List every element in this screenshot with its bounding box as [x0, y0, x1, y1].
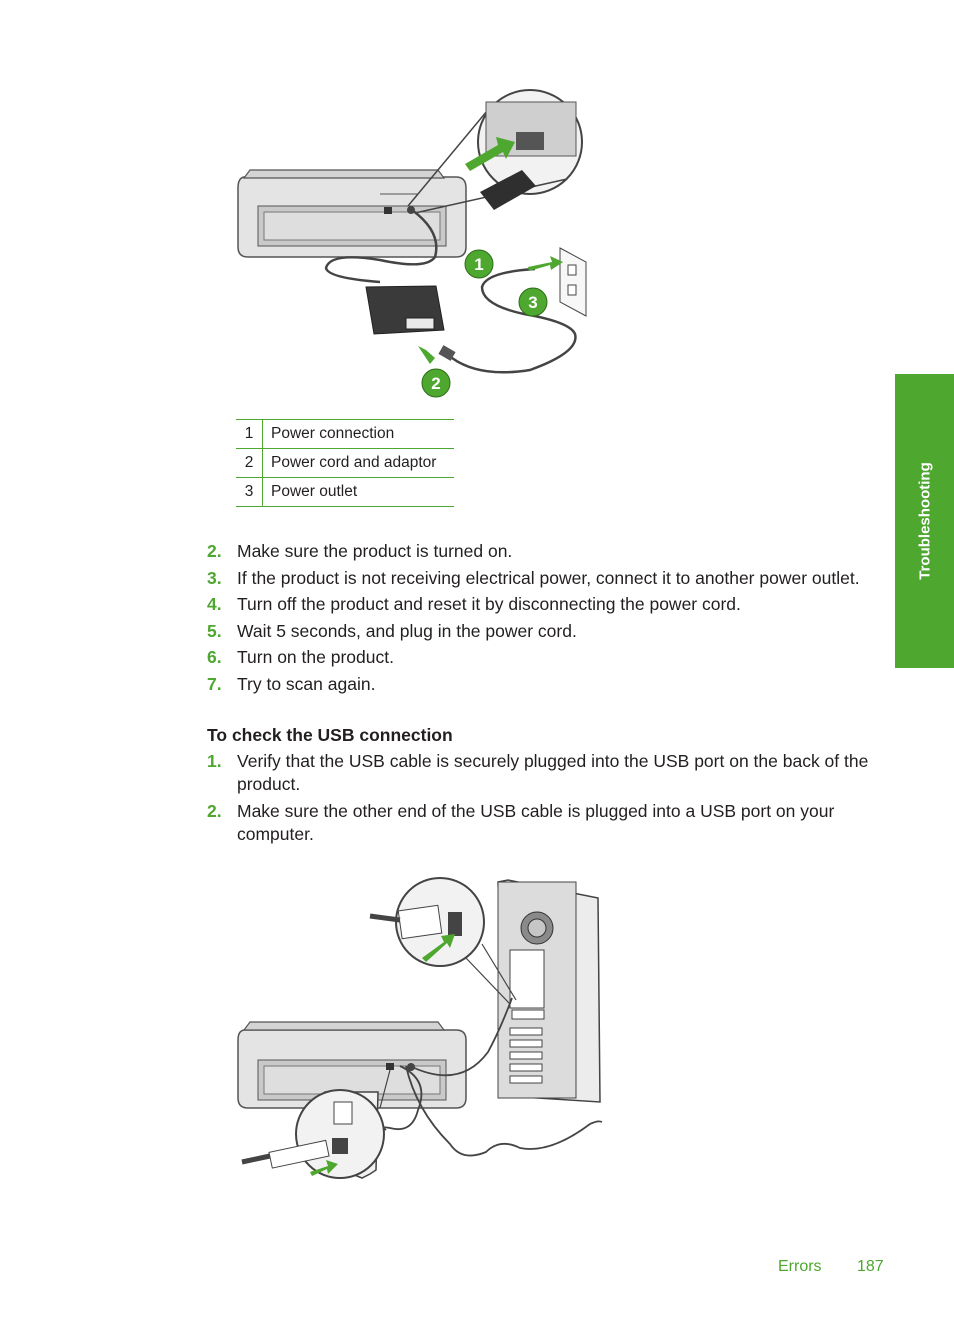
- callout-badge-2: 2: [421, 368, 451, 398]
- section-side-tab: Troubleshooting: [895, 374, 954, 668]
- callout-badge-1: 1: [464, 249, 494, 279]
- power-steps-list: 2. Make sure the product is turned on. 3.…: [207, 540, 897, 700]
- step-number: 7.: [207, 673, 222, 694]
- list-item: 2. Make sure the product is turned on.: [207, 540, 897, 563]
- svg-text:2: 2: [431, 374, 440, 393]
- row-number: 1: [236, 419, 263, 449]
- row-label: Power outlet: [262, 477, 454, 507]
- power-connection-illustration: 1 2 3: [230, 82, 600, 402]
- callout-badge-3: 3: [518, 287, 548, 317]
- page-number: 187: [857, 1258, 884, 1275]
- step-text: Turn on the product.: [237, 647, 394, 668]
- table-row: 2 Power cord and adaptor: [236, 448, 454, 478]
- table-row: 1 Power connection: [236, 419, 454, 449]
- list-item: 7. Try to scan again.: [207, 673, 897, 696]
- row-number: 3: [236, 477, 263, 507]
- step-number: 2.: [207, 541, 222, 561]
- table-row: 3 Power outlet: [236, 477, 454, 507]
- step-number: 3.: [207, 567, 222, 588]
- step-number: 1.: [207, 751, 222, 771]
- list-item: 2. Make sure the other end of the USB cab…: [207, 800, 887, 846]
- list-item: 1. Verify that the USB cable is securely …: [207, 750, 887, 796]
- step-text: If the product is not receiving electric…: [237, 567, 860, 588]
- step-number: 5.: [207, 620, 222, 641]
- list-item: 4. Turn off the product and reset it by d…: [207, 593, 897, 616]
- row-number: 2: [236, 448, 263, 478]
- step-number: 4.: [207, 594, 222, 615]
- footer-section-name: Errors: [778, 1258, 822, 1275]
- step-text: Verify that the USB cable is securely pl…: [237, 751, 869, 794]
- usb-section-heading: To check the USB connection: [207, 725, 453, 745]
- row-label: Power cord and adaptor: [262, 448, 454, 478]
- step-text: Try to scan again.: [237, 673, 376, 694]
- list-item: 3. If the product is not receiving electr…: [207, 567, 897, 590]
- svg-text:1: 1: [474, 255, 483, 274]
- step-text: Wait 5 seconds, and plug in the power co…: [237, 620, 577, 641]
- callout-table: 1 Power connection 2 Power cord and adap…: [236, 419, 454, 507]
- usb-steps-list: 1. Verify that the USB cable is securely …: [207, 750, 887, 849]
- usb-connection-illustration: [230, 870, 610, 1180]
- step-text: Make sure the product is turned on.: [237, 541, 513, 561]
- step-text: Turn off the product and reset it by dis…: [237, 594, 741, 615]
- row-label: Power connection: [262, 419, 454, 449]
- side-tab-label: Troubleshooting: [916, 462, 933, 580]
- list-item: 5. Wait 5 seconds, and plug in the power …: [207, 620, 897, 643]
- svg-text:3: 3: [528, 293, 537, 312]
- step-text: Make sure the other end of the USB cable…: [237, 800, 835, 844]
- step-number: 6.: [207, 647, 222, 668]
- list-item: 6. Turn on the product.: [207, 646, 897, 669]
- step-number: 2.: [207, 800, 222, 821]
